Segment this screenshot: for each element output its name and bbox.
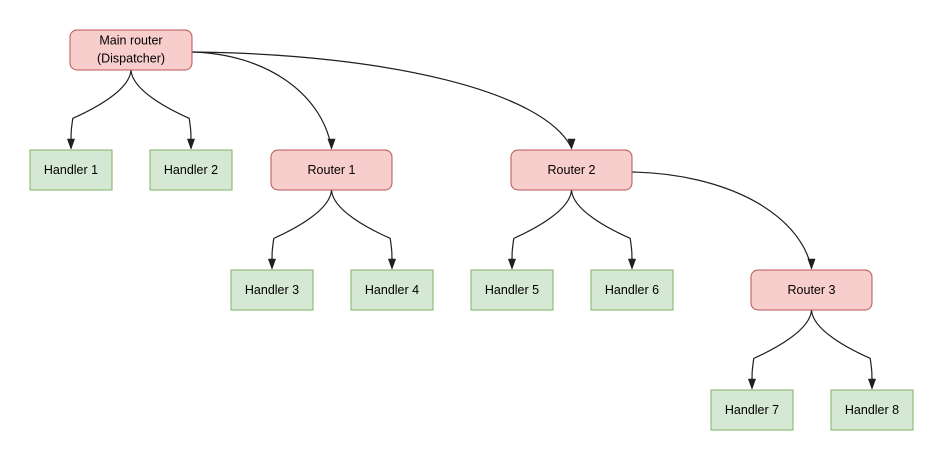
router-1-box[interactable] — [270, 149, 393, 191]
node-router-2[interactable]: Router 2 — [510, 149, 633, 191]
node-main-router[interactable]: Main router (Dispatcher) — [69, 29, 193, 71]
edge-router-3-to-handler-8 — [810, 309, 876, 390]
handler-6-label: Handler 6 — [605, 283, 659, 297]
handler-5-box[interactable] — [470, 269, 554, 311]
edge-router-2-to-handler-5 — [508, 189, 573, 270]
node-handler-3[interactable]: Handler 3 — [230, 269, 314, 311]
main-router-label-line2: (Dispatcher) — [97, 51, 165, 65]
handler-2-box[interactable] — [149, 149, 233, 191]
node-handler-2[interactable]: Handler 2 — [149, 149, 233, 191]
node-handler-6[interactable]: Handler 6 — [590, 269, 674, 311]
handler-8-label: Handler 8 — [845, 403, 899, 417]
handler-5-label: Handler 5 — [485, 283, 539, 297]
node-handler-7[interactable]: Handler 7 — [710, 389, 794, 431]
edge-router-1-to-handler-4 — [330, 189, 396, 270]
handler-6-box[interactable] — [590, 269, 674, 311]
node-router-3[interactable]: Router 3 — [750, 269, 873, 311]
edge-layer — [67, 51, 876, 390]
node-router-1[interactable]: Router 1 — [270, 149, 393, 191]
handler-1-box[interactable] — [29, 149, 113, 191]
edge-main-router-to-router-2 — [191, 51, 576, 150]
node-handler-5[interactable]: Handler 5 — [470, 269, 554, 311]
router-1-label: Router 1 — [308, 163, 356, 177]
handler-8-box[interactable] — [830, 389, 914, 431]
main-router-label-line1: Main router — [99, 33, 162, 47]
edge-main-router-to-handler-1 — [67, 69, 132, 150]
router-3-box[interactable] — [750, 269, 873, 311]
handler-1-label: Handler 1 — [44, 163, 98, 177]
main-router-box[interactable] — [69, 29, 193, 71]
router-2-box[interactable] — [510, 149, 633, 191]
edge-main-router-to-router-1 — [191, 51, 336, 150]
handler-2-label: Handler 2 — [164, 163, 218, 177]
node-handler-8[interactable]: Handler 8 — [830, 389, 914, 431]
edge-router-1-to-handler-3 — [268, 189, 333, 270]
handler-4-box[interactable] — [350, 269, 434, 311]
node-handler-1[interactable]: Handler 1 — [29, 149, 113, 191]
node-layer: Main router (Dispatcher) Handler 1 Handler … — [29, 29, 914, 431]
edge-router-3-to-handler-7 — [748, 309, 813, 390]
edge-router-2-to-handler-6 — [570, 189, 636, 270]
handler-7-box[interactable] — [710, 389, 794, 431]
handler-4-label: Handler 4 — [365, 283, 419, 297]
router-3-label: Router 3 — [788, 283, 836, 297]
handler-3-label: Handler 3 — [245, 283, 299, 297]
edge-router-2-to-router-3 — [631, 171, 816, 270]
handler-3-box[interactable] — [230, 269, 314, 311]
edge-main-router-to-handler-2 — [130, 69, 195, 150]
node-handler-4[interactable]: Handler 4 — [350, 269, 434, 311]
router-2-label: Router 2 — [548, 163, 596, 177]
handler-7-label: Handler 7 — [725, 403, 779, 417]
